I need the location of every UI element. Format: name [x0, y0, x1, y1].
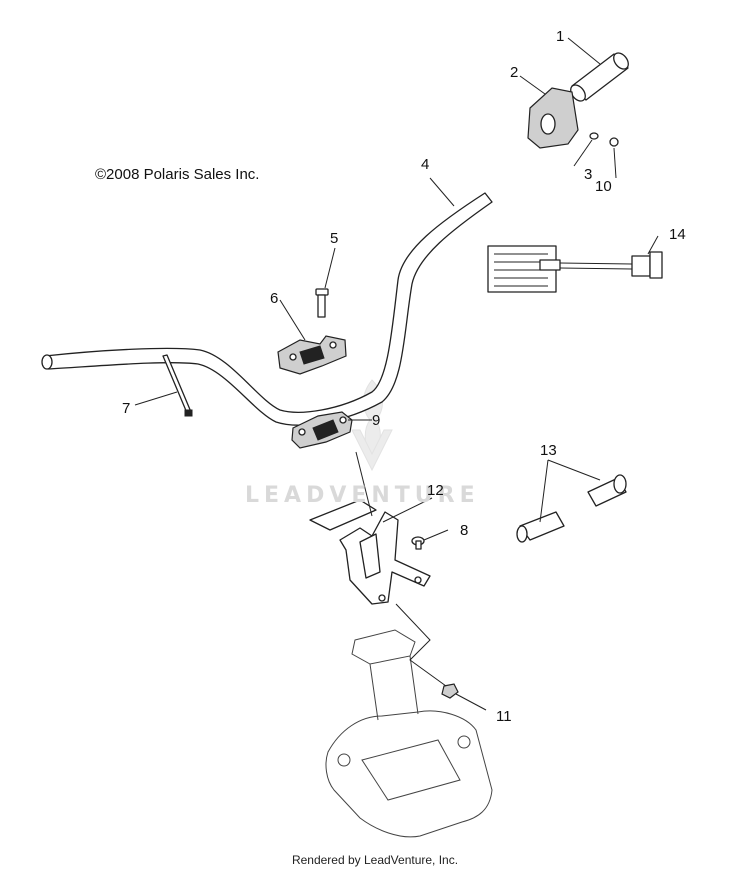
- mount-bracket: [309, 499, 431, 605]
- callout-7: 7: [122, 400, 131, 417]
- callout-9: 9: [372, 412, 381, 429]
- callout-10: 10: [595, 178, 612, 195]
- plug: [587, 474, 627, 507]
- callout-14: 14: [669, 226, 686, 243]
- lower-clamp: [291, 411, 353, 449]
- steering-housing: [325, 629, 493, 838]
- callout-12: 12: [427, 482, 444, 499]
- small-cap: [609, 137, 619, 147]
- footer-credit: Rendered by LeadVenture, Inc.: [291, 853, 459, 867]
- throttle-housing: [527, 87, 579, 149]
- copyright-notice: ©2008 Polaris Sales Inc.: [95, 166, 260, 183]
- callout-3: 3: [584, 166, 593, 183]
- upper-clamp: [277, 335, 347, 375]
- callout-13: 13: [540, 442, 557, 459]
- small-screw: [411, 536, 425, 550]
- leader-lines: [134, 37, 659, 711]
- set-screw: [589, 132, 599, 140]
- watermark-text: LEADVENTURE: [245, 483, 480, 508]
- callout-11: 11: [496, 708, 512, 725]
- heater-element: [487, 245, 663, 293]
- callout-5: 5: [330, 230, 339, 247]
- handlebar: [41, 192, 493, 426]
- callout-1: 1: [556, 28, 565, 45]
- callout-2: 2: [510, 64, 519, 81]
- nut: [441, 683, 459, 699]
- hand-grip: [570, 52, 629, 102]
- long-bolt: [162, 354, 193, 417]
- sleeve: [516, 511, 565, 543]
- clamp-bolt: [315, 288, 329, 318]
- callout-4: 4: [421, 156, 430, 173]
- callout-8: 8: [460, 522, 469, 539]
- callout-6: 6: [270, 290, 279, 307]
